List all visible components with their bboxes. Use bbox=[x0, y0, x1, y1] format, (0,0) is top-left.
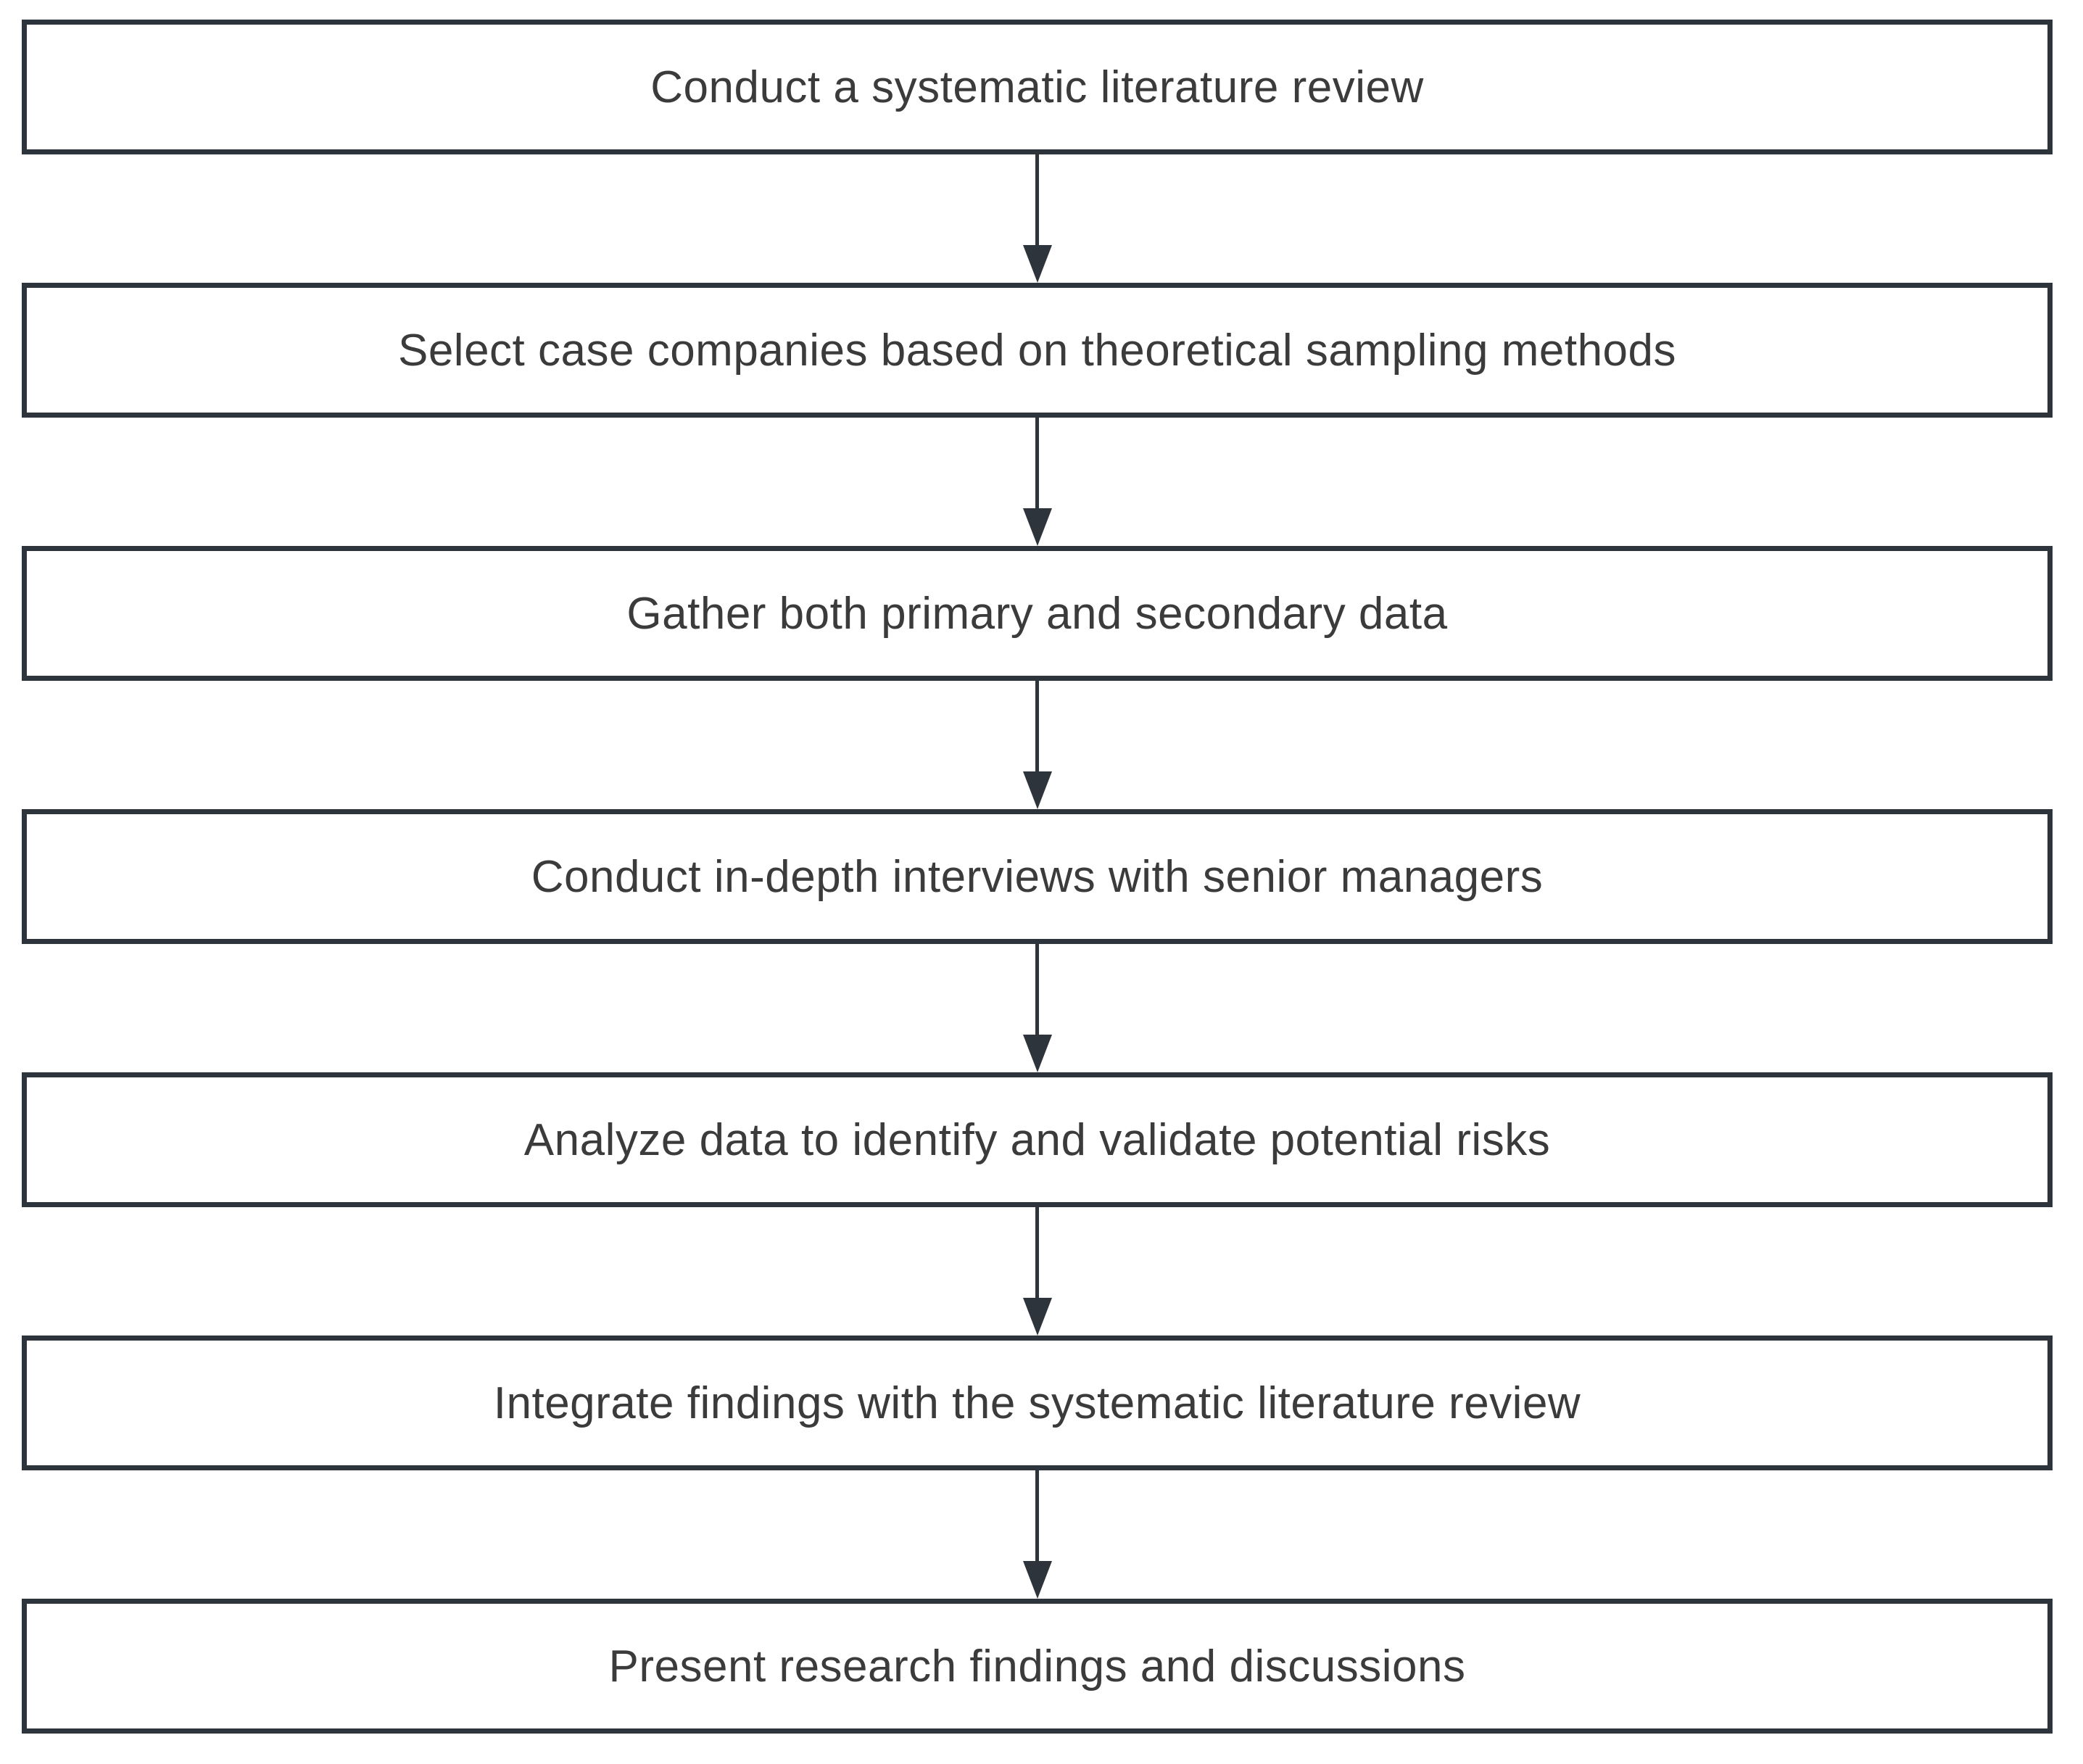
flow-step-7-label: Present research findings and discussion… bbox=[608, 1641, 1466, 1691]
flow-step-1: Conduct a systematic literature review bbox=[22, 20, 2053, 154]
flow-step-6: Integrate findings with the systematic l… bbox=[22, 1336, 2053, 1470]
down-arrow-icon bbox=[1022, 944, 1052, 1072]
flow-step-3-label: Gather both primary and secondary data bbox=[626, 588, 1448, 639]
arrow-shaft bbox=[1035, 1470, 1039, 1561]
arrow-head bbox=[1022, 771, 1052, 809]
down-arrow-icon bbox=[1022, 1470, 1052, 1599]
arrow-shaft bbox=[1035, 1207, 1039, 1298]
flow-step-6-label: Integrate findings with the systematic l… bbox=[493, 1378, 1581, 1428]
flow-step-5-label: Analyze data to identify and validate po… bbox=[523, 1114, 1551, 1165]
flowchart: Conduct a systematic literature review S… bbox=[22, 20, 2053, 1734]
arrow-shaft bbox=[1035, 681, 1039, 771]
arrow-head bbox=[1022, 508, 1052, 546]
flow-step-5: Analyze data to identify and validate po… bbox=[22, 1072, 2053, 1207]
flow-step-4-label: Conduct in-depth interviews with senior … bbox=[531, 851, 1544, 902]
flow-step-7: Present research findings and discussion… bbox=[22, 1599, 2053, 1734]
down-arrow-icon bbox=[1022, 681, 1052, 809]
down-arrow-icon bbox=[1022, 418, 1052, 546]
down-arrow-icon bbox=[1022, 1207, 1052, 1336]
arrow-shaft bbox=[1035, 418, 1039, 508]
flow-step-4: Conduct in-depth interviews with senior … bbox=[22, 809, 2053, 944]
flow-step-2-label: Select case companies based on theoretic… bbox=[397, 325, 1677, 376]
arrow-head bbox=[1022, 1298, 1052, 1336]
arrow-head bbox=[1022, 1035, 1052, 1072]
flow-step-3: Gather both primary and secondary data bbox=[22, 546, 2053, 681]
flow-step-1-label: Conduct a systematic literature review bbox=[650, 62, 1424, 112]
arrow-shaft bbox=[1035, 944, 1039, 1035]
arrow-head bbox=[1022, 1561, 1052, 1599]
down-arrow-icon bbox=[1022, 154, 1052, 283]
arrow-head bbox=[1022, 245, 1052, 283]
arrow-shaft bbox=[1035, 154, 1039, 245]
flow-step-2: Select case companies based on theoretic… bbox=[22, 283, 2053, 418]
